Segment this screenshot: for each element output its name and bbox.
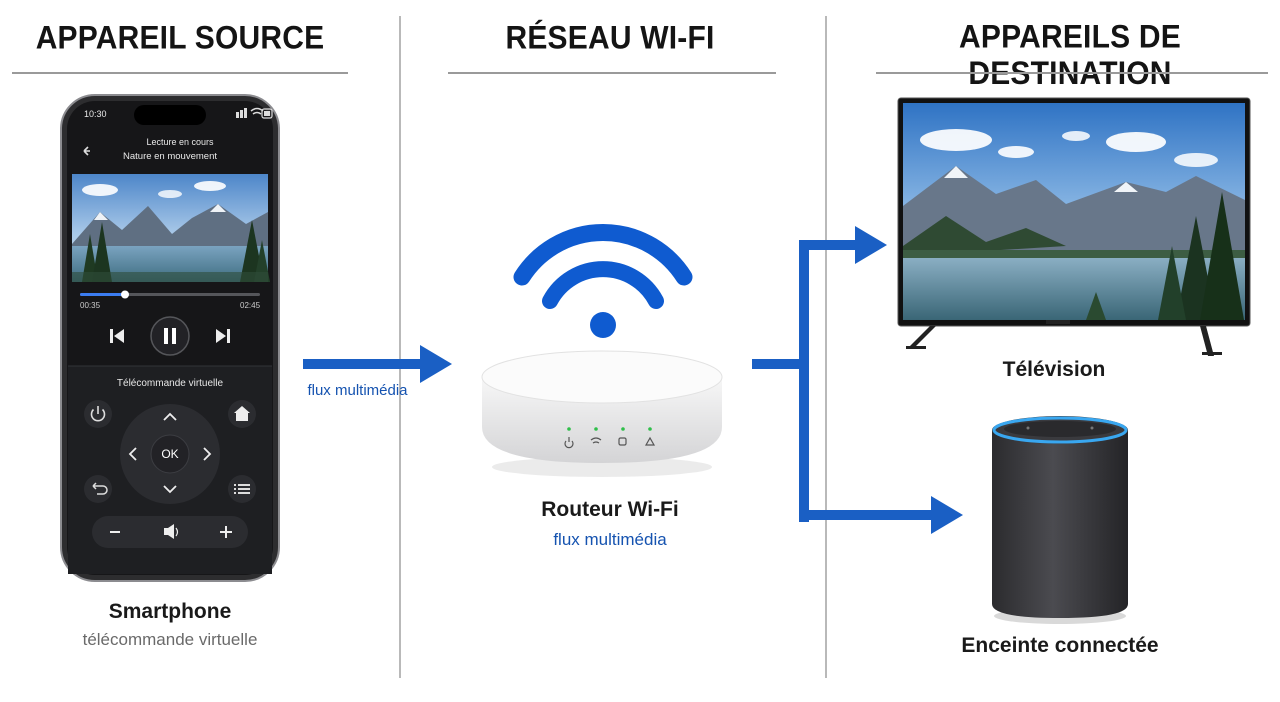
pause-button[interactable] [150, 316, 190, 356]
media-title: Nature en mouvement [123, 151, 217, 162]
elapsed-time: 00:35 [80, 301, 101, 310]
progress-fill [80, 293, 125, 296]
router-sublabel: flux multimédia [553, 530, 667, 549]
smartphone-illustration [60, 94, 280, 582]
speaker-light-ring [992, 416, 1128, 444]
menu-button[interactable] [228, 475, 256, 503]
arrow-phone-to-router [303, 345, 452, 383]
power-button[interactable] [84, 400, 112, 428]
television [897, 97, 1251, 356]
ok-button[interactable]: OK [161, 447, 179, 461]
column-divider-2 [825, 16, 827, 678]
column-title-network: RÉSEAU WI-FI [505, 20, 715, 57]
column-divider-1 [399, 16, 401, 678]
tv-label: Télévision [1002, 358, 1106, 381]
destination-title-rule [876, 72, 1268, 74]
network-title-rule [448, 72, 776, 74]
video-thumbnail [72, 174, 270, 282]
smartphone-sublabel: télécommande virtuelle [82, 630, 258, 649]
volume-bar[interactable] [92, 516, 248, 548]
speaker-label: Enceinte connectée [961, 634, 1159, 657]
smartphone-label: Smartphone [108, 600, 232, 623]
source-title-rule [12, 72, 348, 74]
dpad[interactable] [120, 404, 220, 504]
progress-knob[interactable] [121, 290, 129, 299]
home-button[interactable] [228, 400, 256, 428]
status-time: 10:30 [84, 109, 107, 119]
smart-speaker [992, 416, 1128, 624]
router [481, 224, 723, 477]
volume-down-icon [110, 531, 120, 533]
next-icon[interactable] [216, 329, 230, 343]
smartphone [60, 94, 280, 582]
column-title-source: APPAREIL SOURCE [35, 20, 325, 57]
now-playing-label: Lecture en cours [146, 137, 214, 147]
router-label: Routeur Wi-Fi [541, 498, 679, 521]
speaker-icon [164, 524, 179, 539]
volume-up-icon [220, 526, 232, 538]
remote-title: Télécommande virtuelle [116, 378, 224, 389]
stream-label-left: flux multimédia [307, 382, 408, 399]
back-button[interactable] [84, 475, 112, 503]
wifi-icon [513, 224, 693, 338]
duration-time: 02:45 [240, 301, 261, 310]
tv-screen-landscape [903, 103, 1245, 320]
arrow-router-to-devices [752, 226, 963, 534]
router-leds [564, 427, 656, 449]
previous-icon[interactable] [110, 329, 124, 343]
